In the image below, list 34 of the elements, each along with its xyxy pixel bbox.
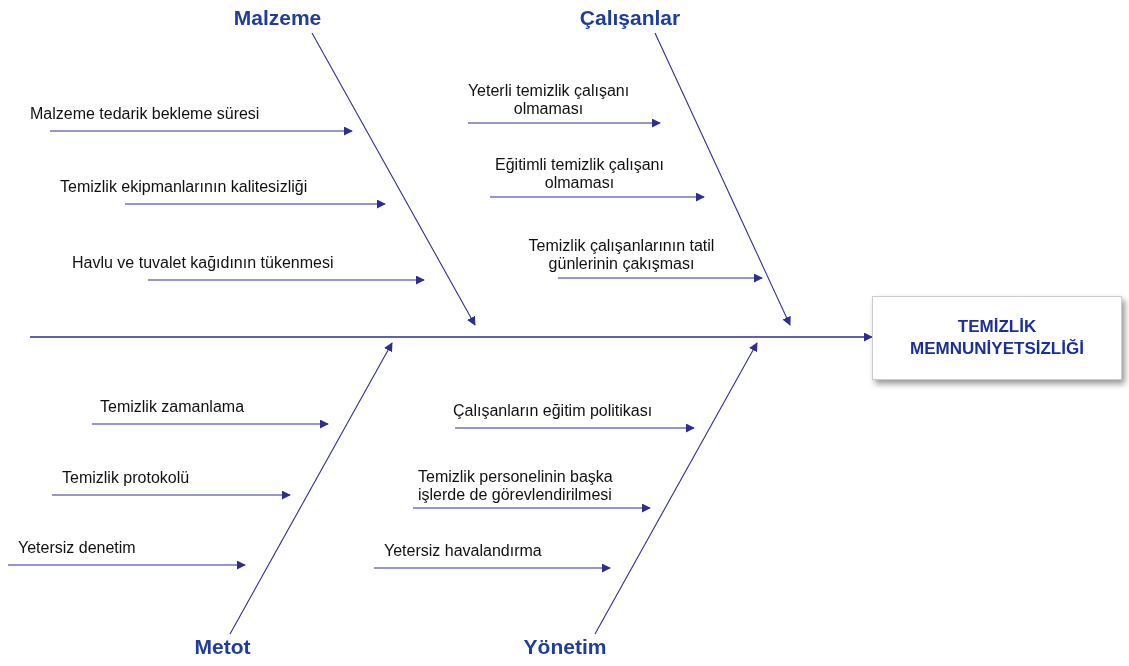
arrow (467, 118, 661, 128)
bone-arrow (229, 342, 393, 635)
category-label: Yönetim (505, 634, 625, 662)
spine-arrow (29, 332, 873, 342)
cause-label: Temizlik zamanlama (92, 396, 245, 424)
cause-label: Yeterli temizlik çalışanı olmaması (446, 82, 651, 123)
cause-label: Temizlik personelinin başka işlerde de görevlendirilmesi (413, 468, 643, 509)
cause-label: Çalışanların eğitim politikası (453, 400, 653, 428)
arrow (454, 423, 695, 433)
cause-label: Temizlik çalışanlarının tatil günlerinin çakışması (494, 237, 749, 278)
arrow (489, 192, 705, 202)
bone-arrow (594, 342, 758, 635)
bone-arrow (654, 32, 791, 326)
cause-label: Yetersiz havalandırma (374, 540, 542, 568)
arrow (49, 126, 353, 136)
cause-label: Yetersiz denetim (8, 537, 136, 565)
category-label: Çalışanlar (560, 5, 700, 33)
cause-label: Temizlik protokolü (52, 467, 190, 495)
cause-label: Eğitimli temizlik çalışanı olmaması (482, 156, 677, 197)
arrow (91, 419, 329, 429)
bone-arrow (311, 32, 476, 326)
arrow (124, 199, 386, 209)
category-label: Metot (180, 634, 265, 662)
arrow (7, 560, 246, 570)
category-label: Malzeme (215, 5, 340, 33)
arrow (373, 563, 611, 573)
arrow (147, 275, 425, 285)
cause-label: Temizlik ekipmanlarının kalitesizliği (60, 176, 308, 204)
effect-box: TEMİZLİK MEMNUNİYETSİZLİĞİ (872, 296, 1122, 380)
arrow (412, 503, 651, 513)
cause-label: Havlu ve tuvalet kağıdının tükenmesi (72, 252, 334, 280)
arrow (557, 273, 763, 283)
arrow (51, 490, 291, 500)
cause-label: Malzeme tedarik bekleme süresi (30, 103, 260, 131)
